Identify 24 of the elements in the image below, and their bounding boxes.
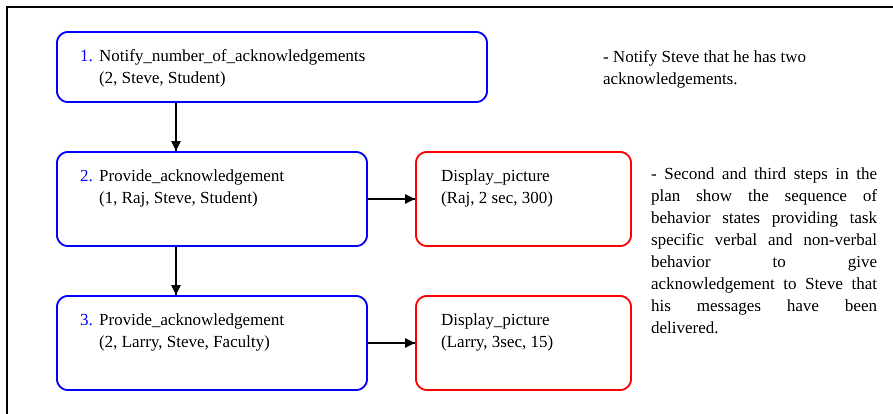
action-name: Provide_acknowledgement (99, 165, 284, 186)
action-name: Display_picture (441, 309, 550, 330)
action-parameters: (Raj, 2 sec, 300) (441, 187, 553, 208)
action-parameters: (1, Raj, Steve, Student) (99, 187, 258, 208)
note-text: - Notify Steve that he has two acknowledgements. (603, 46, 808, 90)
step-number: 3. (80, 309, 93, 330)
step-box (56, 31, 488, 103)
arrow (368, 338, 415, 348)
action-box (415, 151, 632, 247)
note-text: - Second and third steps in the plan show the sequence of behavior states providing task specific verbal and non-verbal behavior to give acknowledgement to Steve that his messages have been delivered. (651, 163, 877, 339)
step-number: 2. (80, 165, 93, 186)
action-parameters: (2, Larry, Steve, Faculty) (99, 331, 270, 352)
action-name: Notify_number_of_acknowledgements (99, 45, 366, 66)
step-box (56, 151, 368, 247)
arrow (368, 194, 415, 204)
arrow (171, 103, 181, 151)
arrow (171, 247, 181, 295)
action-name: Provide_acknowledgement (99, 309, 284, 330)
step-box (56, 295, 368, 391)
action-box (415, 295, 632, 391)
action-name: Display_picture (441, 165, 550, 186)
action-parameters: (2, Steve, Student) (99, 67, 226, 88)
action-parameters: (Larry, 3sec, 15) (441, 331, 554, 352)
step-number: 1. (80, 45, 93, 66)
